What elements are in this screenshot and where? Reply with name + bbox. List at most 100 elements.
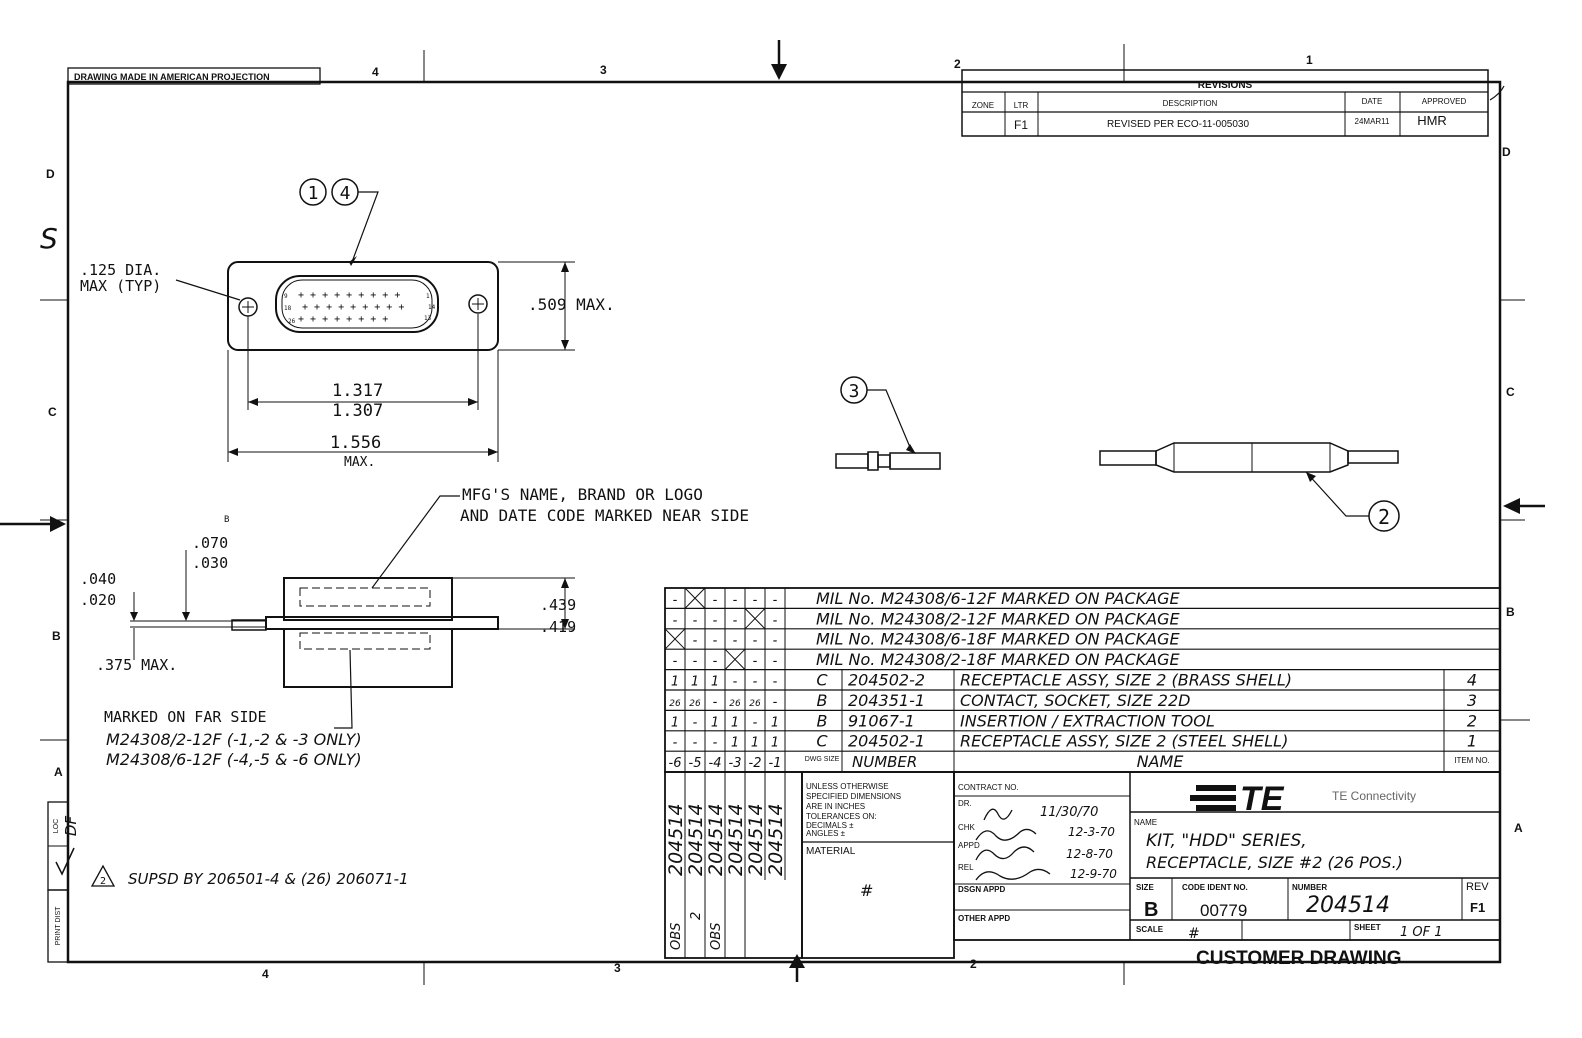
bom-item-cell: 2 [1467, 711, 1477, 730]
bom-qty-cell: 26 [729, 699, 741, 709]
vertical-drawing-number: 204514 [685, 803, 707, 876]
vertical-drawing-number: 204514 [705, 803, 727, 876]
pin-label-14: 14 [428, 304, 436, 311]
bom-qty-cell: - [733, 613, 738, 628]
rev-value: F1 [1470, 900, 1485, 915]
connector-side-view [130, 550, 575, 729]
tolerance-line-5: DECIMALS ± [806, 821, 854, 830]
side-boxes: LOC DF PRINT DIST [47, 801, 80, 963]
dim-depth-lower: .419 [540, 618, 576, 636]
note-far-side-1: M24308/2-12F (-1,-2 & -3 ONLY) [106, 730, 362, 749]
vertical-drawing-number: 204514 [765, 803, 787, 876]
projection-note: DRAWING MADE IN AMERICAN PROJECTION [74, 72, 270, 82]
note-flag-triangle [90, 864, 116, 887]
bom-qty-cell: - [753, 634, 758, 649]
zone-top-4: 4 [372, 65, 379, 79]
dim-mount-lower: 1.307 [332, 401, 383, 421]
rel-label: REL [958, 863, 974, 872]
dr-signature [983, 808, 1013, 821]
pin-row-3: + + + + + + + + [298, 314, 388, 325]
bom-qty-cell: - [753, 715, 758, 730]
bom-qty-cell: 1 [751, 736, 759, 751]
contact-socket-view [835, 376, 941, 471]
drawing-border [66, 80, 1502, 964]
tolerance-line-4: TOLERANCES ON: [806, 812, 877, 821]
bom-header-size: DWG SIZE [805, 756, 840, 763]
bom-header-name: NAME [1137, 752, 1185, 771]
bom-qty-cell: - [693, 613, 698, 628]
vertical-drawing-number: 204514 [665, 803, 687, 876]
zone-markers-left: D C B A [46, 167, 63, 779]
code-ident-label: CODE IDENT NO. [1182, 883, 1248, 892]
number-label: NUMBER [1292, 883, 1327, 892]
rev-header-description: DESCRIPTION [1163, 99, 1218, 108]
bom-number-cell: 91067-1 [848, 711, 915, 730]
bom-name-cell: RECEPTACLE ASSY, SIZE 2 (STEEL SHELL) [960, 732, 1288, 751]
obs-label: 2 [689, 912, 704, 920]
dim-height-max: .509 MAX. [528, 295, 615, 314]
dsgn-label: DSGN APPD [958, 885, 1005, 894]
pin-row-2: + + + + + + + + + [302, 302, 404, 313]
rev-ltr: F1 [1014, 118, 1028, 132]
scale-label: SCALE [1136, 925, 1164, 934]
logo-text: TE [1240, 780, 1285, 818]
bom-qty-cell: - [713, 593, 718, 608]
obs-label: OBS [669, 923, 684, 950]
tolerance-line-3: ARE IN INCHES [806, 802, 865, 811]
appd-date: 12-8-70 [1066, 847, 1113, 861]
title-block [953, 771, 1501, 941]
bom-name-cell: CONTACT, SOCKET, SIZE 22D [960, 691, 1190, 710]
bom-qty-cell: - [753, 654, 758, 669]
pin-label-18: 18 [284, 305, 292, 312]
rev-label: REV [1466, 881, 1489, 893]
rel-date: 12-9-70 [1070, 867, 1117, 881]
bom-qty-cell: 1 [771, 736, 779, 751]
bom-qty-cell: - [773, 675, 778, 690]
approvals: CONTRACT NO. DR. 11/30/70 CHK 12-3-70 AP… [958, 783, 1117, 923]
dr-date: 11/30/70 [1040, 805, 1098, 820]
bom-header-col: -3 [729, 756, 742, 771]
dim-mount-upper: 1.317 [332, 381, 383, 401]
bom-cross-line [724, 648, 746, 670]
rev-header-ltr: LTR [1014, 101, 1029, 110]
zone-markers-right: D C B A [1502, 145, 1523, 835]
bom-header-col: -6 [669, 756, 682, 771]
bom-qty-cell: - [773, 593, 778, 608]
bom-header-col: -2 [749, 756, 762, 771]
rev-description: REVISED PER ECO-11-005030 [1107, 119, 1250, 130]
margin-mark: S [40, 222, 58, 255]
bom-name-cell: INSERTION / EXTRACTION TOOL [960, 711, 1215, 730]
bom-qty-cell: - [713, 654, 718, 669]
connector-front-view: + + + + + + + + + + + + + + + + + + + + … [227, 261, 499, 351]
zone-right-c: C [1506, 385, 1515, 399]
bom-header-number: NUMBER [852, 753, 917, 771]
bom-qty-cell: - [773, 613, 778, 628]
bom-qty-cell: 1 [711, 675, 719, 690]
dim-depth-upper: .439 [540, 596, 576, 614]
dim-gap-lower: .030 [192, 554, 228, 572]
bom-qty-cell: - [773, 634, 778, 649]
loc-value: DF [62, 816, 80, 837]
zone-markers-bottom: 4 3 2 [262, 957, 977, 981]
bom-qty-cell: - [693, 654, 698, 669]
rev-header-zone: ZONE [972, 101, 994, 110]
bom-item-cell: 4 [1467, 671, 1477, 690]
chk-signature [975, 828, 1037, 841]
pin-label-9: 9 [284, 293, 288, 300]
rev-date: 24MAR11 [1355, 117, 1391, 126]
dim-gap-upper: .070 [192, 534, 228, 552]
bom-qty-cell: - [693, 736, 698, 751]
zone-left-c: C [48, 405, 57, 419]
bom-text: -----MIL No. M24308/6-12F MARKED ON PACK… [669, 589, 1490, 771]
rev-header-date: DATE [1362, 97, 1383, 106]
projection-note-box [67, 67, 321, 85]
rev-mark-b: B [224, 515, 229, 525]
note-far-side-2: M24308/6-12F (-4,-5 & -6 ONLY) [106, 750, 362, 769]
code-ident-value: 00779 [1200, 901, 1247, 920]
zone-left-b: B [52, 629, 61, 643]
revisions-block: REVISIONS ZONE LTR DESCRIPTION DATE APPR… [961, 69, 1505, 137]
bom-qty-cell: - [713, 695, 718, 710]
dim-hole-max: MAX (TYP) [80, 277, 161, 295]
leader-mfg [371, 495, 460, 589]
